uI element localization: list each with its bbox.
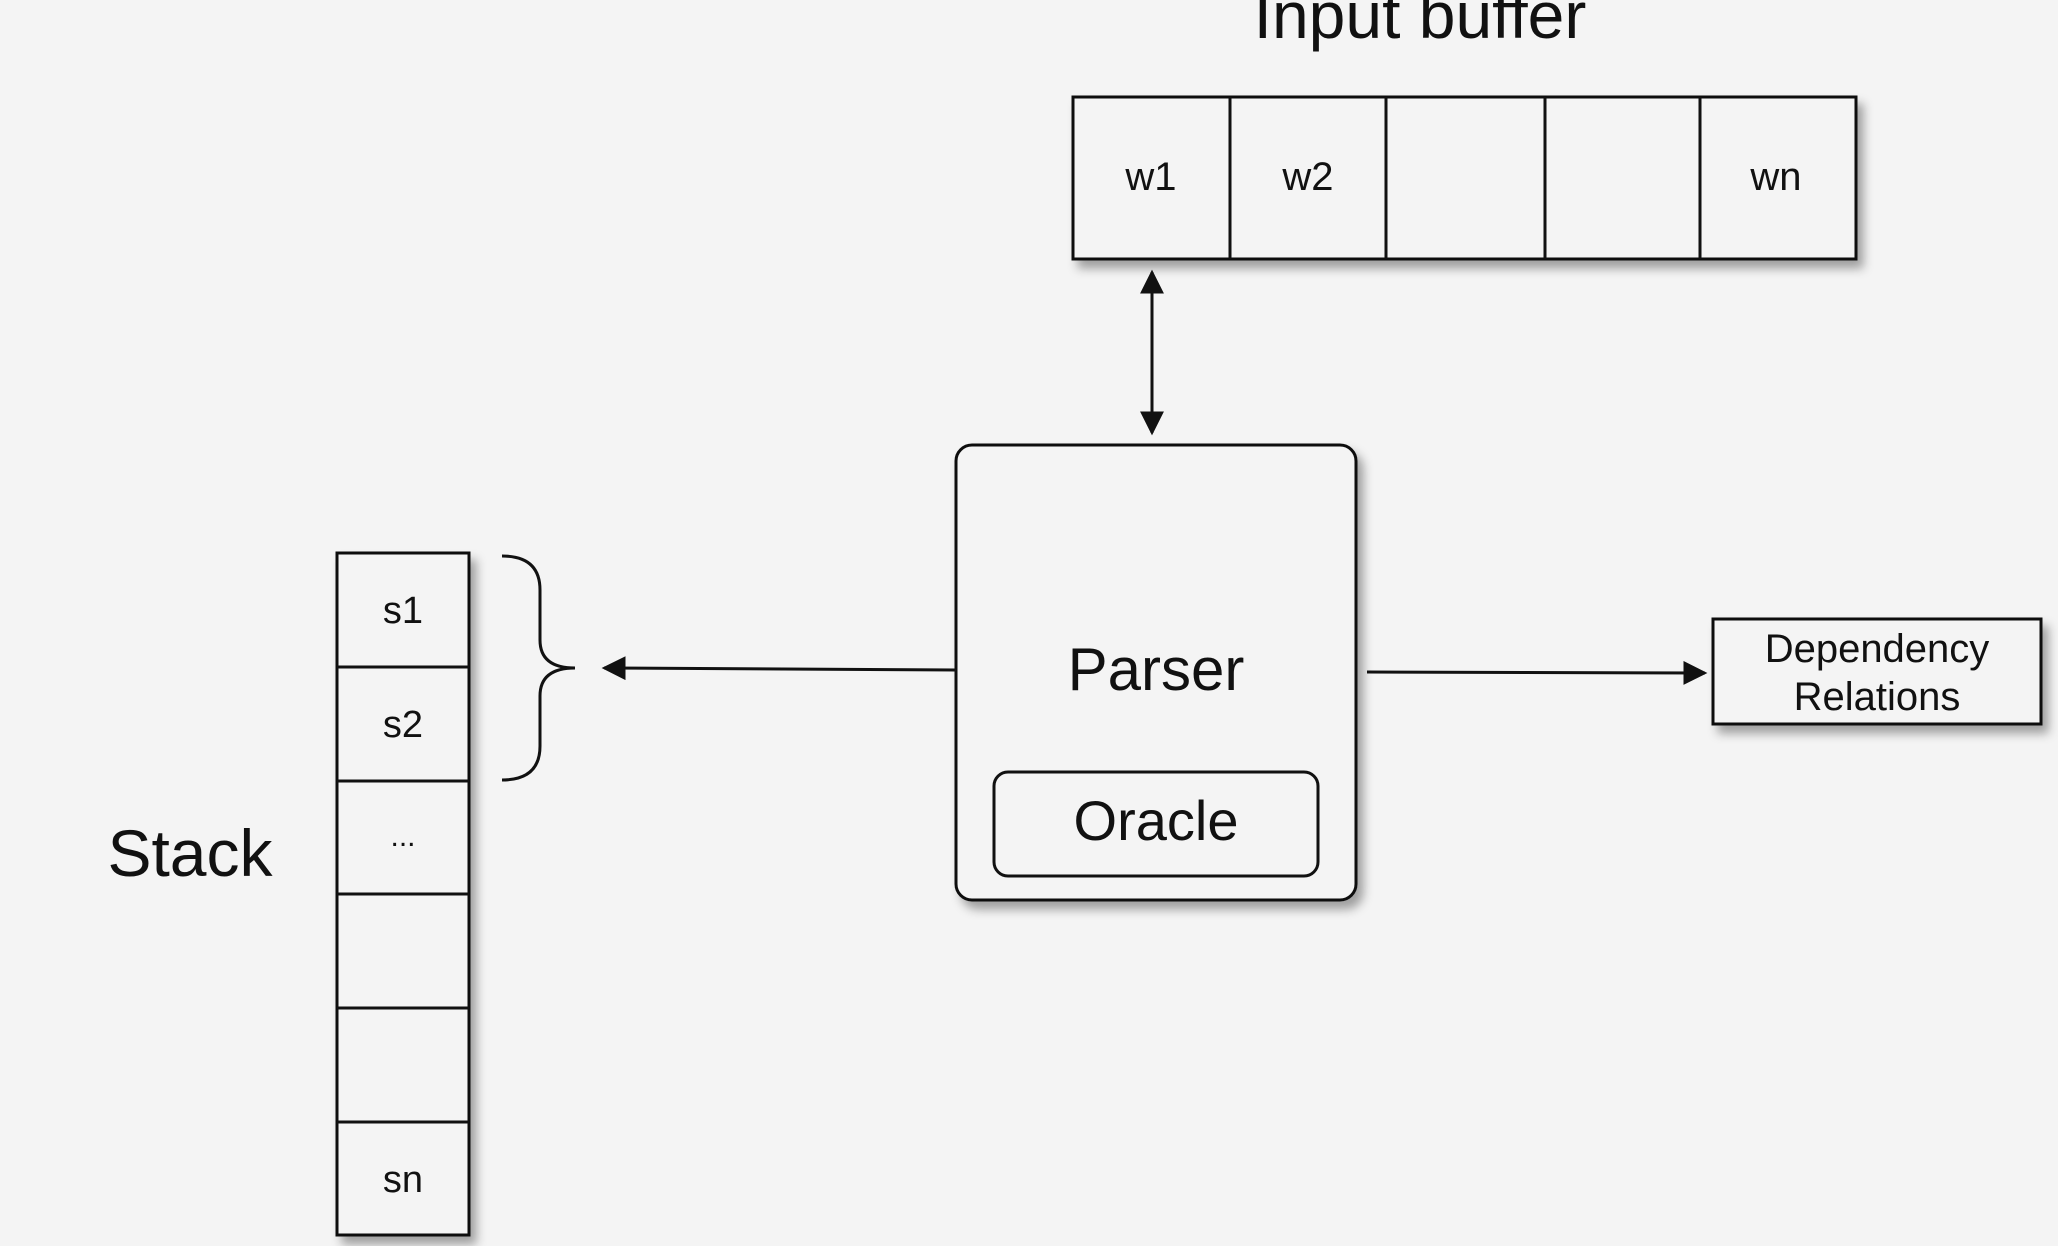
dependency-relations-line2: Relations	[1794, 675, 1961, 719]
dependency-relations-box: Dependency Relations	[1711, 617, 2043, 726]
oracle-box	[992, 770, 1320, 878]
dependency-relations-line1: Dependency	[1765, 627, 1990, 671]
parser-label: Parser	[1068, 636, 1245, 703]
oracle-label: Oracle	[1074, 789, 1239, 852]
input-buffer-title: Input buffer	[1254, 0, 1587, 52]
input-buffer-cell: w2	[1281, 155, 1333, 199]
parser-box: Parser Oracle	[954, 443, 1358, 902]
input-buffer-cell: wn	[1749, 155, 1801, 199]
stack-cell: ...	[390, 820, 415, 853]
parser-output-arrow	[1366, 660, 1708, 685]
input-buffer: w1 w2 wn	[1071, 95, 1858, 261]
stack-title: Stack	[107, 816, 273, 890]
parser-stack-arrow	[601, 656, 957, 681]
stack-cell: s1	[383, 590, 423, 632]
stack-cell: sn	[383, 1159, 423, 1201]
stack: s1 s2 ... sn	[335, 551, 471, 1237]
stack-cell: s2	[383, 704, 423, 746]
stack-top-brace	[501, 554, 576, 782]
input-buffer-cell: w1	[1124, 155, 1176, 199]
